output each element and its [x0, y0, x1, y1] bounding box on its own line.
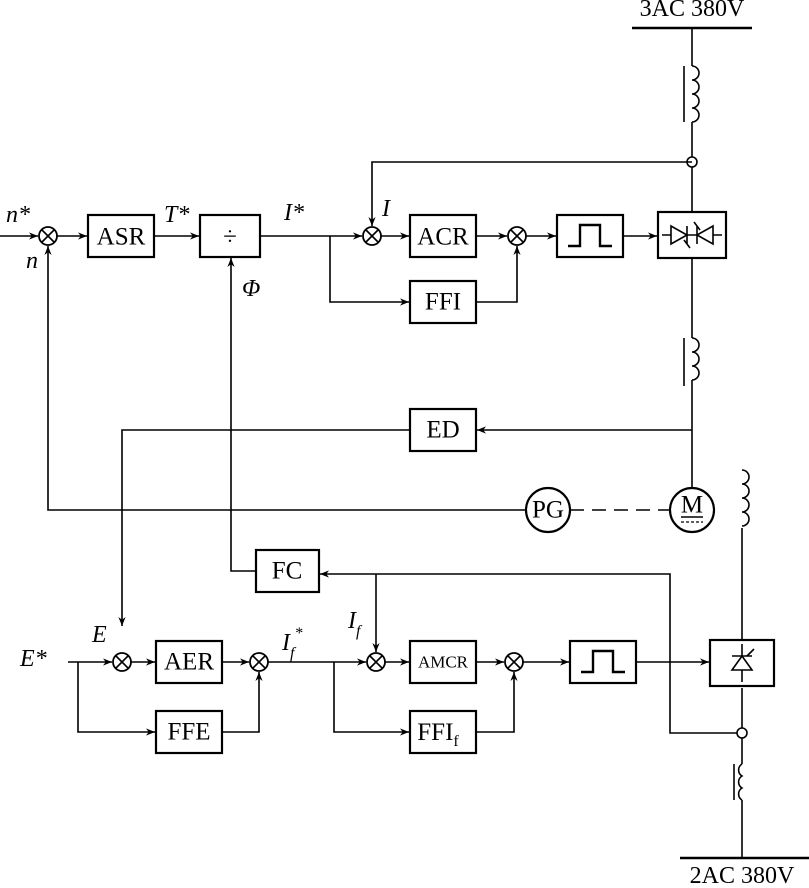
asr-label: ASR: [97, 224, 146, 251]
current-summing-junction: [362, 226, 382, 246]
speed-reference-label: n*: [6, 202, 30, 228]
aer-label: AER: [164, 649, 214, 676]
acr-block: [408, 213, 478, 259]
emf-feedback-label: E: [91, 622, 107, 648]
aer-block: [154, 639, 224, 685]
ffi-label: FFI: [425, 289, 461, 316]
ffi-summing-junction: [507, 226, 527, 246]
bottom-inductor: [737, 763, 744, 801]
current-feedback-label: I: [381, 196, 391, 222]
ffif-block: [408, 709, 478, 755]
amcr-label: AMCR: [418, 653, 469, 672]
speed-summing-junction: [38, 226, 58, 246]
top-supply-label: 3AC 380V: [640, 0, 745, 22]
flux-label: Φ: [242, 276, 260, 302]
pulse-icon: [568, 223, 612, 248]
field-current-reference-label: If*: [281, 625, 302, 662]
ed-block: [408, 407, 478, 453]
emf-reference-label: E*: [19, 646, 47, 672]
acr-label: ACR: [417, 224, 469, 251]
antiparallel-thyristor-icon: [662, 221, 722, 249]
divider-block: [198, 213, 262, 259]
ffe-block: [154, 709, 224, 755]
field-current-summing-junction: [366, 652, 386, 672]
torque-reference-label: T*: [164, 202, 189, 228]
ed-label: ED: [426, 417, 459, 444]
fc-label: FC: [272, 558, 303, 585]
armature-pulse-trigger-block: [555, 213, 625, 259]
armature-inductor: [691, 337, 700, 381]
speed-feedback-label: n: [26, 248, 38, 274]
current-reference-label: I*: [283, 200, 304, 226]
ffi-block: [408, 279, 478, 325]
ffif-label: FFIf: [417, 719, 459, 750]
field-current-tap-node: [736, 727, 748, 739]
asr-block: [86, 213, 156, 259]
bottom-supply: 2AC 380V: [680, 469, 809, 888]
ffe-summing-junction: [249, 652, 269, 672]
top-supply: 3AC 380V: [632, 0, 752, 212]
pulse-icon: [581, 649, 625, 674]
field-current-feedback-label: If: [347, 608, 363, 640]
bottom-supply-label: 2AC 380V: [690, 863, 795, 888]
ffif-summing-junction: [504, 652, 524, 672]
divider-label: ÷: [223, 224, 237, 251]
thyristor-icon: [730, 644, 755, 682]
top-inductor: [691, 65, 700, 123]
emf-summing-junction: [112, 652, 132, 672]
field-pulse-trigger-block: [568, 639, 638, 685]
motor-label: M: [681, 492, 703, 519]
ffe-label: FFE: [167, 719, 210, 746]
pg-label: PG: [532, 497, 564, 524]
fc-block: [254, 548, 321, 594]
field-inductor: [741, 469, 750, 527]
